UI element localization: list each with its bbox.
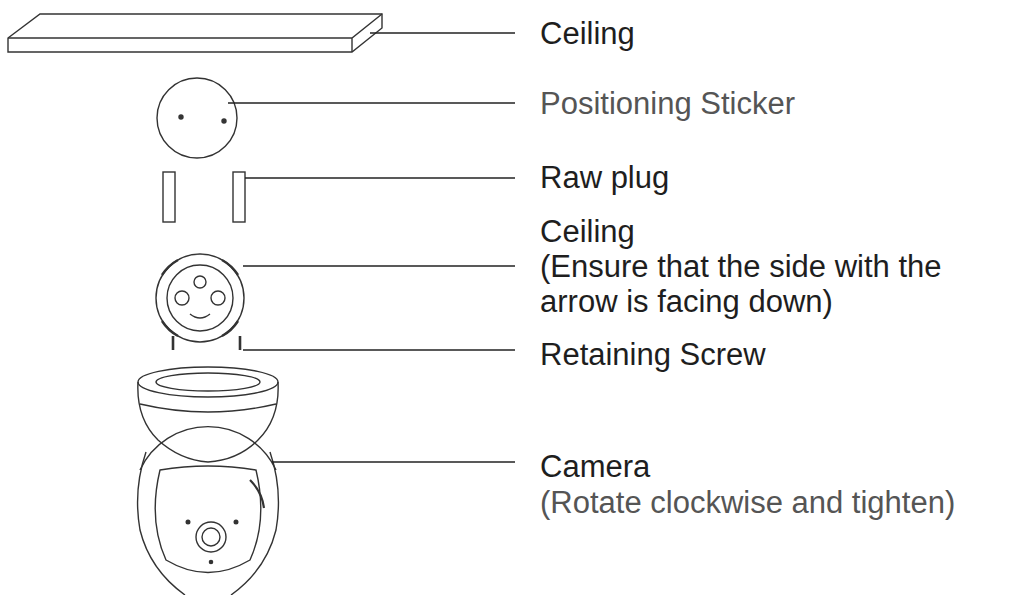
leader-lines (228, 33, 515, 462)
part-name: Positioning Sticker (540, 86, 980, 121)
installation-note: (Ensure that the side with the arrow is … (540, 249, 952, 319)
part-name: Ceiling (540, 214, 960, 249)
raw-plugs (163, 172, 245, 222)
part-name: Retaining Screw (540, 337, 980, 372)
part-name: Ceiling (540, 16, 960, 51)
ceiling-mount-plate (156, 254, 244, 342)
camera-body (138, 367, 279, 595)
installation-note: (Rotate clockwise and tighten) (540, 485, 1008, 520)
retaining-screws (173, 336, 240, 350)
positioning-sticker (157, 78, 237, 158)
ceiling-slab (8, 14, 382, 52)
part-name: Camera (540, 449, 960, 484)
part-name: Raw plug (540, 160, 960, 195)
